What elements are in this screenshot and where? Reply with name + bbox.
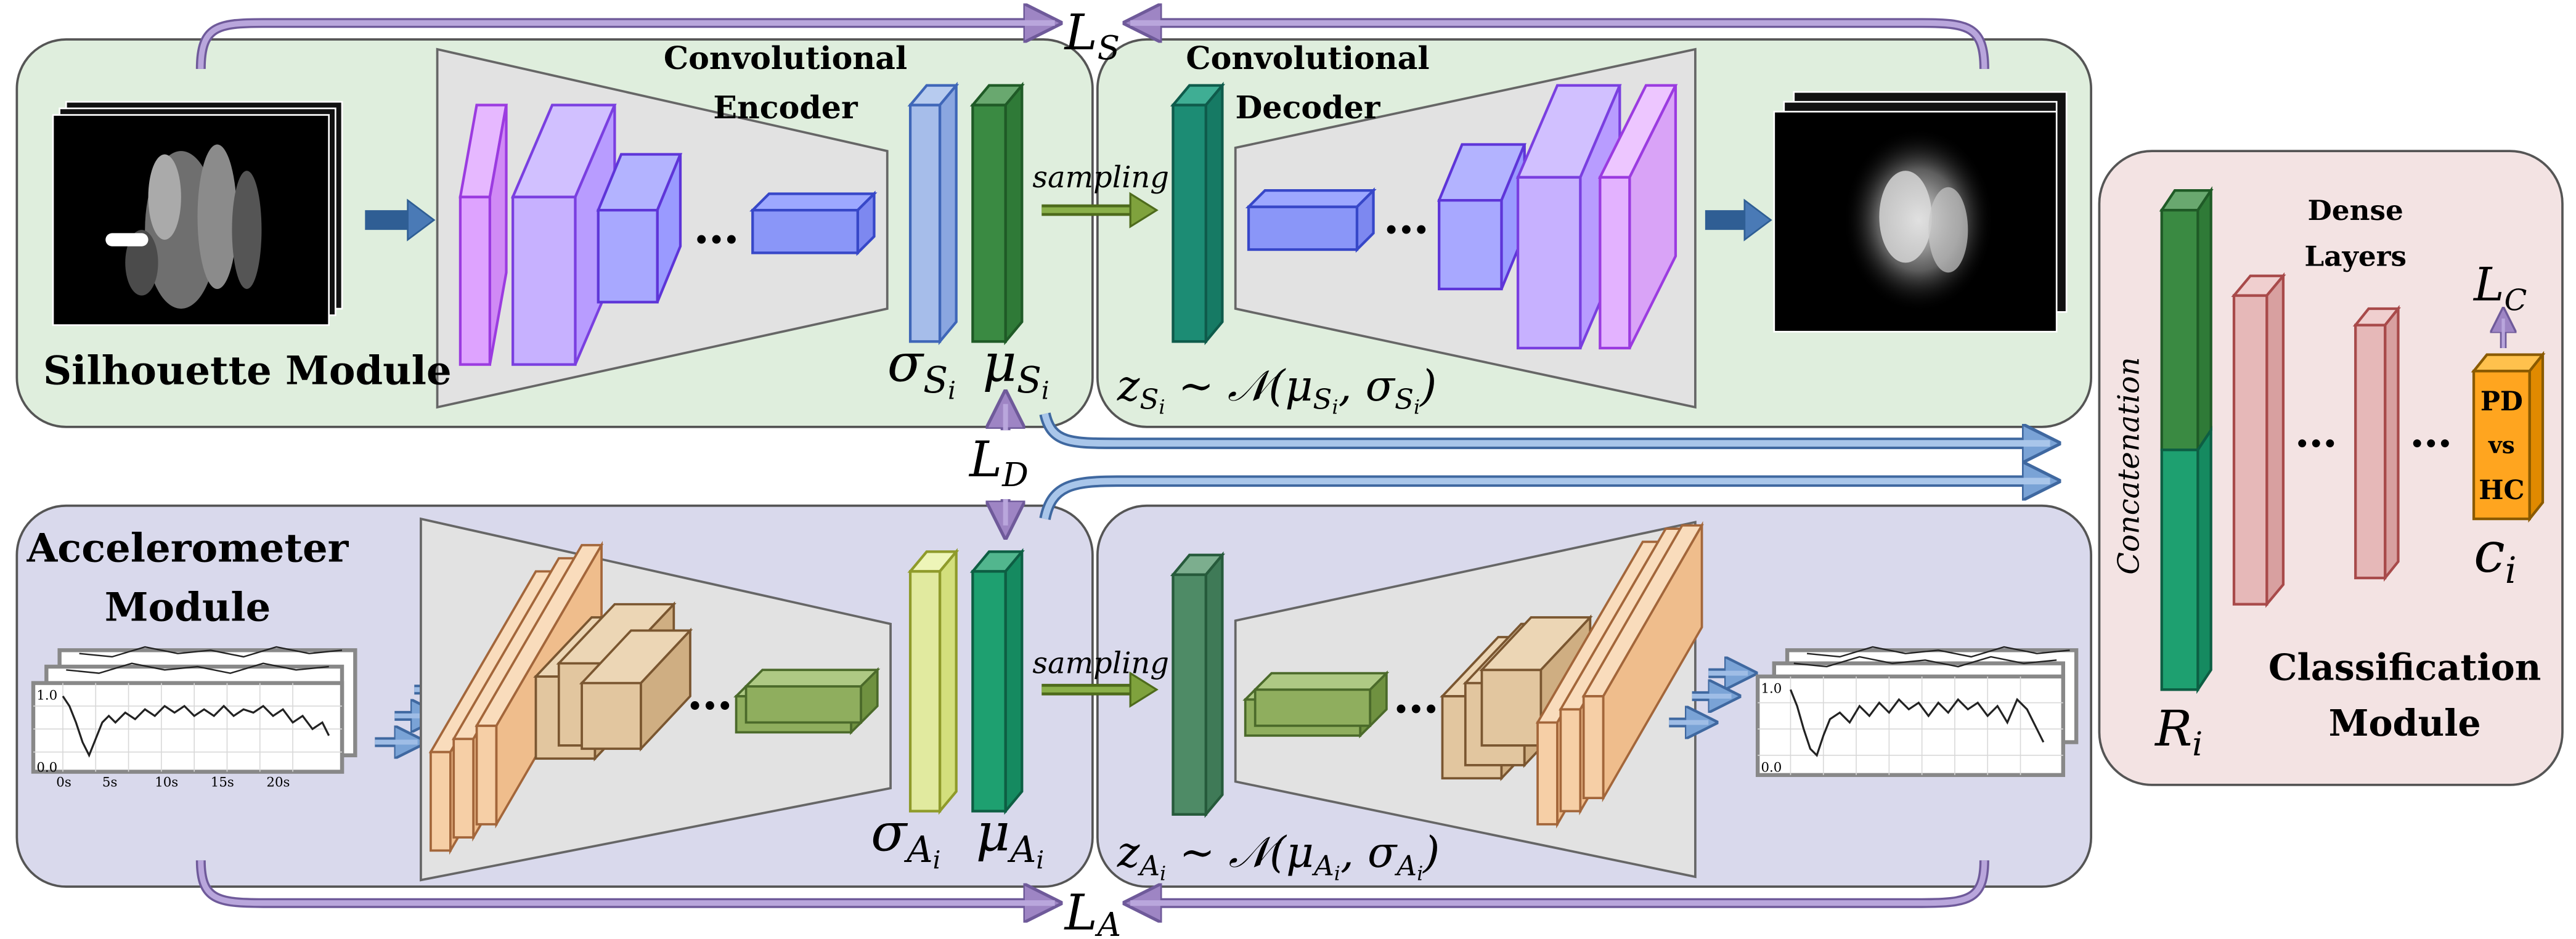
accelerometer-output-plots (1755, 646, 2079, 778)
accelerometer-module-label-line1: Accelerometer (26, 525, 349, 571)
silhouette-decoder-ellipsis: … (1384, 190, 1430, 244)
ci-label: ci (2474, 520, 2517, 591)
classification-label-line2: Module (2329, 702, 2481, 744)
la-arrow-right-fill (1130, 860, 1987, 906)
silhouette-encoder-blocks (459, 104, 878, 366)
accel-plot-y-bottom: 0.0 (36, 760, 57, 776)
accel-output-y-top: 1.0 (1761, 681, 1782, 697)
z-a-distribution: zAi∼ 𝒩(μAi, σAi) (1117, 828, 1440, 885)
accel-plot-xtick-4: 20s (266, 774, 290, 790)
classification-panel (2098, 150, 2564, 786)
accel-plot-xtick-0: 0s (56, 774, 71, 790)
silhouette-z-block (1170, 81, 1225, 346)
silhouette-encoder-ellipsis: … (693, 200, 740, 254)
silhouette-input-arrow-head (407, 198, 436, 242)
la-arrow-left-fill (198, 860, 1055, 906)
accel-plot-y-top: 1.0 (36, 688, 57, 703)
accelerometer-sigma-block (907, 548, 960, 815)
accelerometer-input-plots (31, 646, 357, 774)
dense-layer-1 (2231, 272, 2286, 608)
decoder-title-line2: Decoder (1235, 89, 1380, 126)
accelerometer-decoder-blocks (1242, 521, 1704, 829)
output-pd: PD (2480, 386, 2523, 417)
sigma-s-label: σSi (887, 333, 956, 405)
accel-plot-xtick-2: 10s (155, 774, 178, 790)
silhouette-decoder-blocks (1245, 84, 1678, 350)
accelerometer-decoder-ellipsis: … (1393, 670, 1440, 724)
ls-label: LS (1064, 4, 1120, 67)
z-s-distribution: zSi∼ 𝒩(μSi, σSi) (1117, 362, 1437, 418)
accelerometer-z-block (1170, 551, 1225, 818)
mu-a-label: μAi (976, 802, 1045, 874)
silhouette-sampling-label: sampling (1032, 160, 1169, 195)
accel-plot-xtick-3: 15s (211, 774, 234, 790)
ri-concat-vector (2159, 186, 2214, 694)
output-hc: HC (2479, 475, 2524, 506)
silhouette-sigma-block (907, 81, 960, 346)
ls-arrow-right-fill (1130, 20, 1987, 69)
ri-label: Ri (2154, 700, 2203, 763)
accelerometer-mu-block (969, 548, 1025, 815)
dense-layers-line1: Dense (2308, 193, 2403, 227)
accelerometer-sampling-label: sampling (1032, 646, 1169, 681)
accelerometer-encoder-ellipsis: … (687, 666, 733, 720)
encoder-title-line1: Convolutional (664, 39, 907, 76)
accelerometer-module-label-line2: Module (105, 584, 271, 630)
silhouette-output-stack (1773, 91, 2068, 333)
sigma-a-label: σAi (871, 802, 940, 874)
silhouette-input-stack (52, 100, 343, 326)
dense-layer-2 (2352, 304, 2401, 582)
accelerometer-encoder-blocks (428, 540, 881, 855)
dense-ellipsis-2: … (2410, 407, 2452, 457)
ld-label: LD (968, 431, 1029, 494)
accelerometer-output-arrows (1669, 673, 1751, 723)
output-vs: vs (2488, 432, 2515, 459)
silhouette-mu-block (969, 81, 1025, 346)
accel-plot-xtick-1: 5s (102, 774, 117, 790)
decoder-title-line1: Convolutional (1186, 39, 1429, 76)
dense-layers-line2: Layers (2304, 240, 2407, 273)
output-block (2471, 351, 2546, 523)
concatenation-label: Concatenation (2111, 357, 2146, 574)
dense-ellipsis-1: … (2295, 407, 2338, 457)
lc-label: LC (2472, 258, 2527, 318)
silhouette-module-label: Silhouette Module (43, 348, 452, 394)
classification-label-line1: Classification (2268, 646, 2541, 688)
la-label: LA (1064, 884, 1122, 936)
encoder-title-line2: Encoder (713, 89, 858, 126)
mu-s-label: μSi (982, 333, 1049, 405)
ls-arrow-left-fill (198, 20, 1055, 69)
accel-output-y-bottom: 0.0 (1761, 760, 1782, 776)
